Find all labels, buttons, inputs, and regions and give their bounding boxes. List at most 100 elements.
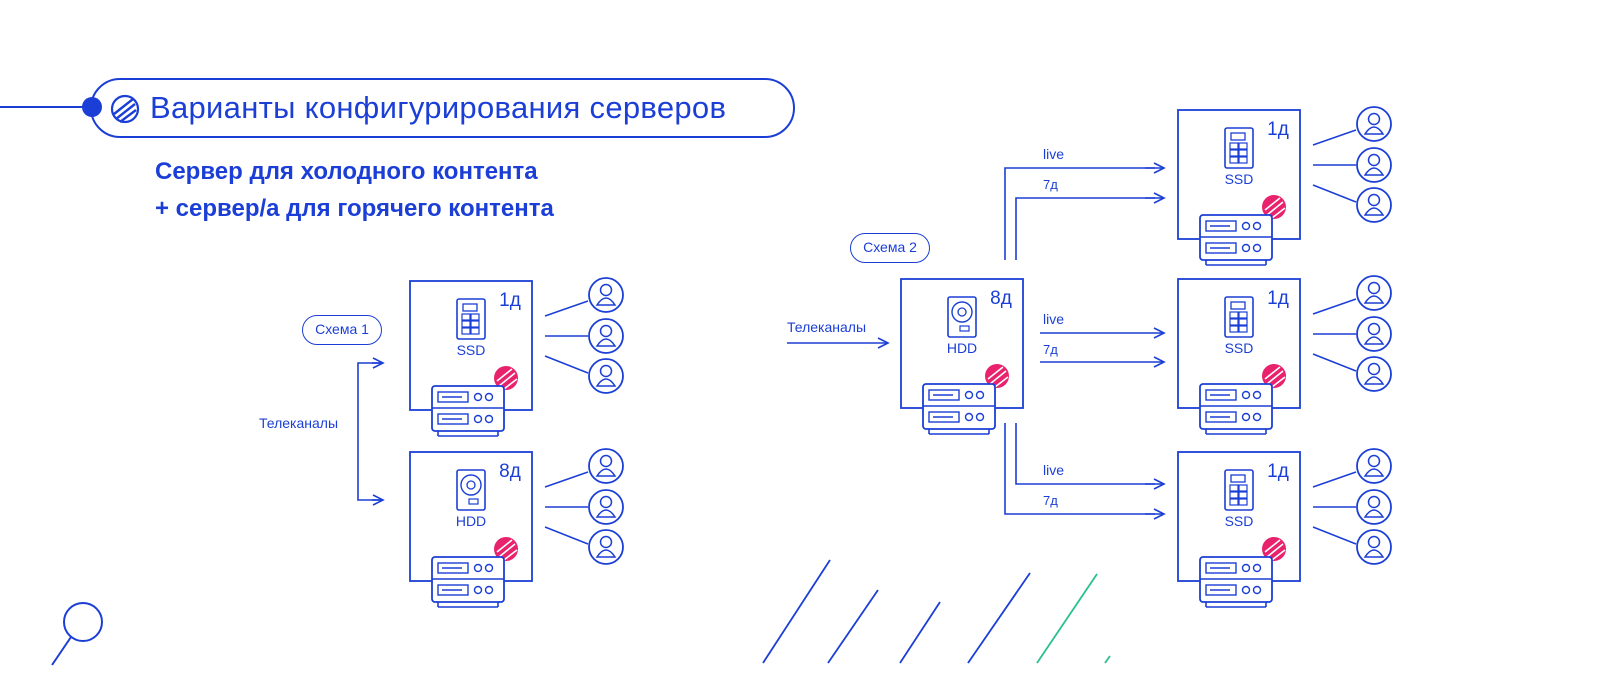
retention-days-label: 1д bbox=[1267, 119, 1289, 140]
retention-days-label: 8д bbox=[990, 288, 1012, 309]
decor-circle bbox=[63, 602, 103, 642]
user-icon bbox=[1356, 529, 1392, 565]
scheme1-input-label: Телеканалы bbox=[259, 415, 339, 431]
decor-line-1 bbox=[827, 589, 879, 664]
scheme2-input-arrow bbox=[787, 337, 890, 349]
logo-ball-icon bbox=[1262, 364, 1286, 388]
user-icon bbox=[588, 358, 624, 394]
user-icon bbox=[588, 277, 624, 313]
decor-line-3 bbox=[967, 572, 1031, 664]
storage-type-label: HDD bbox=[456, 513, 486, 529]
user-icon bbox=[1356, 316, 1392, 352]
user-icon bbox=[1356, 489, 1392, 525]
user-link-line bbox=[1312, 471, 1357, 488]
user-icon bbox=[1356, 147, 1392, 183]
scheme2-archive-arrow-3 bbox=[1145, 508, 1166, 520]
server-rack-icon bbox=[922, 383, 996, 435]
user-link-line bbox=[1312, 184, 1357, 203]
decor-line-2 bbox=[899, 601, 941, 664]
logo-ball-icon bbox=[1262, 195, 1286, 219]
retention-days-label: 8д bbox=[499, 461, 521, 482]
scheme1-arrow-hdd bbox=[372, 494, 385, 506]
decor-circle-tail bbox=[51, 636, 72, 666]
storage-type-label: SSD bbox=[1225, 513, 1254, 529]
scheme2-edge-server-3: SSD 1д bbox=[1177, 451, 1301, 608]
user-link-line bbox=[1312, 353, 1357, 372]
server-rack-icon bbox=[431, 556, 505, 608]
scheme2-input-label: Телеканалы bbox=[787, 319, 867, 335]
user-icon bbox=[588, 318, 624, 354]
user-link-line bbox=[1312, 526, 1357, 545]
storage-type-label: SSD bbox=[1225, 340, 1254, 356]
storage-type-label: SSD bbox=[457, 342, 486, 358]
user-icon bbox=[1356, 275, 1392, 311]
scheme2-archive-arrow-1 bbox=[1145, 192, 1166, 204]
scheme2-live-label-2: live bbox=[1043, 311, 1064, 327]
hdd-icon bbox=[947, 296, 977, 338]
scheme2-live-label-3: live bbox=[1043, 462, 1064, 478]
scheme2-edge-server-2: SSD 1д bbox=[1177, 278, 1301, 435]
scheme1-bracket bbox=[357, 362, 383, 501]
scheme2-edge-server-1: SSD 1д bbox=[1177, 109, 1301, 266]
ssd-icon bbox=[1224, 127, 1254, 169]
scheme2-live-arrow-2 bbox=[1040, 327, 1166, 339]
user-link-line bbox=[544, 471, 589, 488]
server-rack-icon bbox=[431, 385, 505, 437]
scheme2-archive-label-3: 7д bbox=[1043, 493, 1058, 508]
subtitle-line-2: + сервер/а для горячего контента bbox=[155, 195, 554, 222]
logo-ball-icon bbox=[494, 537, 518, 561]
hdd-icon bbox=[456, 469, 486, 511]
decor-line-4 bbox=[1036, 573, 1098, 664]
logo-ball-icon bbox=[1262, 537, 1286, 561]
scheme2-archive-label-2: 7д bbox=[1043, 342, 1058, 357]
subtitle-line-1: Сервер для холодного контента bbox=[155, 158, 538, 185]
scheme2-users-1 bbox=[1312, 106, 1392, 223]
scheme1-server-2: HDD 8д bbox=[409, 451, 533, 608]
user-link-line bbox=[544, 300, 589, 317]
retention-days-label: 1д bbox=[1267, 288, 1289, 309]
decor-line-5 bbox=[1104, 655, 1111, 664]
retention-days-label: 1д bbox=[1267, 461, 1289, 482]
logo-ball-icon bbox=[494, 366, 518, 390]
scheme2-live-arrow-1 bbox=[1145, 162, 1166, 174]
ssd-icon bbox=[456, 298, 486, 340]
user-link-line bbox=[544, 526, 589, 545]
user-icon bbox=[1356, 187, 1392, 223]
page-title: Варианты конфигурирования серверов bbox=[150, 90, 727, 125]
user-icon bbox=[588, 448, 624, 484]
scheme2-users-2 bbox=[1312, 275, 1392, 392]
storage-type-label: SSD bbox=[1225, 171, 1254, 187]
scheme2-archive-label-1: 7д bbox=[1043, 177, 1058, 192]
user-icon bbox=[1356, 448, 1392, 484]
scheme2-live-label-1: live bbox=[1043, 146, 1064, 162]
title-pill bbox=[90, 78, 795, 138]
ssd-icon bbox=[1224, 296, 1254, 338]
scheme2-archive-arrow-2 bbox=[1040, 356, 1166, 368]
scheme2-pill: Схема 2 bbox=[850, 233, 930, 263]
scheme1-pill: Схема 1 bbox=[302, 315, 382, 345]
decor-line-0 bbox=[762, 559, 831, 664]
scheme1-arrow-ssd bbox=[372, 357, 385, 369]
server-rack-icon bbox=[1199, 214, 1273, 266]
scheme1-users-2 bbox=[544, 448, 624, 565]
user-icon bbox=[588, 489, 624, 525]
scheme2-live-path-3 bbox=[1015, 423, 1155, 485]
storage-type-label: HDD bbox=[947, 340, 977, 356]
server-rack-icon bbox=[1199, 383, 1273, 435]
scheme2-users-3 bbox=[1312, 448, 1392, 565]
scheme1-users-1 bbox=[544, 277, 624, 394]
user-link-line bbox=[1312, 129, 1357, 146]
user-link-line bbox=[544, 355, 589, 374]
user-icon bbox=[1356, 106, 1392, 142]
scheme2-archive-path-3 bbox=[1004, 423, 1155, 515]
user-icon bbox=[588, 529, 624, 565]
user-icon bbox=[1356, 356, 1392, 392]
logo-ball-icon bbox=[985, 364, 1009, 388]
user-link-line bbox=[1312, 298, 1357, 315]
scheme2-live-arrow-3 bbox=[1145, 478, 1166, 490]
server-rack-icon bbox=[1199, 556, 1273, 608]
scheme2-archive-path-1 bbox=[1015, 197, 1155, 260]
